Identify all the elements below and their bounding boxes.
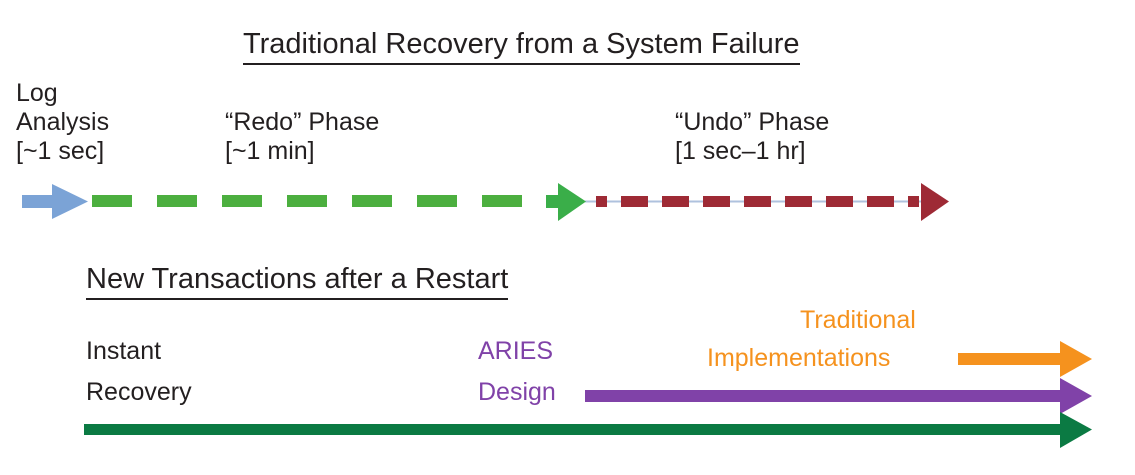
instant-recovery-arrow [84,412,1092,448]
log-analysis-label-line1: Log [16,79,58,107]
redo-phase-duration: [~1 min] [225,137,315,165]
aries-design-label-line2: Design [478,378,556,406]
aries-design-label-line1: ARIES [478,337,554,365]
undo-phase-dotted-line [596,196,919,207]
undo-phase-arrowhead [921,183,949,221]
bottom-section-title: New Transactions after a Restart [86,263,509,301]
instant-recovery-label-line1: Instant [86,337,162,365]
instant-recovery-label-line2: Recovery [86,378,192,406]
top-section-title: Traditional Recovery from a System Failu… [243,28,800,66]
undo-phase-label: “Undo” Phase [675,108,830,136]
traditional-implementations-label-line2: Implementations [707,344,891,372]
undo-phase-duration: [1 sec–1 hr] [675,137,806,165]
redo-phase-dashed-line [92,195,522,207]
traditional-implementations-label-line1: Traditional [800,306,916,334]
redo-phase-arrowhead [546,183,586,221]
aries-design-arrow [585,378,1092,414]
traditional-implementations-arrow [958,341,1092,377]
redo-phase-label: “Redo” Phase [225,108,380,136]
log-analysis-duration: [~1 sec] [16,137,105,165]
log-analysis-arrow [22,184,88,219]
log-analysis-label-line2: Analysis [16,108,110,136]
